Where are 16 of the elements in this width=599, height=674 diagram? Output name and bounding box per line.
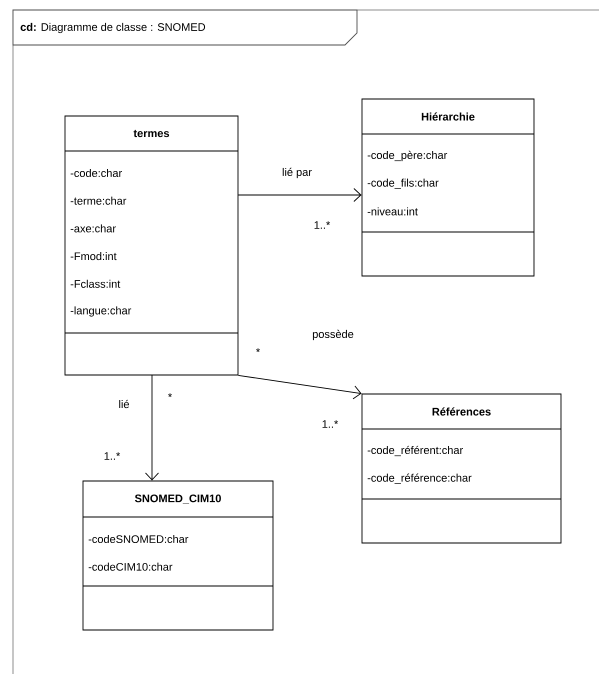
class-box: Références -code_référent:char -code_référence:char xyxy=(362,394,562,544)
edge-label: lié par xyxy=(281,166,313,180)
frame-tab: cd: Diagramme de classe : SNOMED xyxy=(12,10,358,46)
edge-label: lié xyxy=(118,398,130,410)
association-arrow xyxy=(145,375,159,481)
association-arrow xyxy=(238,375,362,400)
association-arrow xyxy=(238,188,362,202)
multiplicity: * xyxy=(256,348,260,352)
multiplicity: 1..* xyxy=(322,420,338,428)
class-box: SNOMED_CIM10 -codeSNOMED:char -codeCIM10:char xyxy=(82,480,274,630)
multiplicity: 1..* xyxy=(104,452,120,460)
edge-label: possède xyxy=(311,328,355,342)
multiplicity: 1..* xyxy=(314,221,330,229)
multiplicity: * xyxy=(168,393,172,398)
class-box: Hiérarchie -code_père:char -code_fils:char -niveau:int xyxy=(362,98,534,276)
class-box: termes -code:char -terme:char -axe:char -Fmod:int -Fclass:int -langue:char xyxy=(64,116,238,376)
